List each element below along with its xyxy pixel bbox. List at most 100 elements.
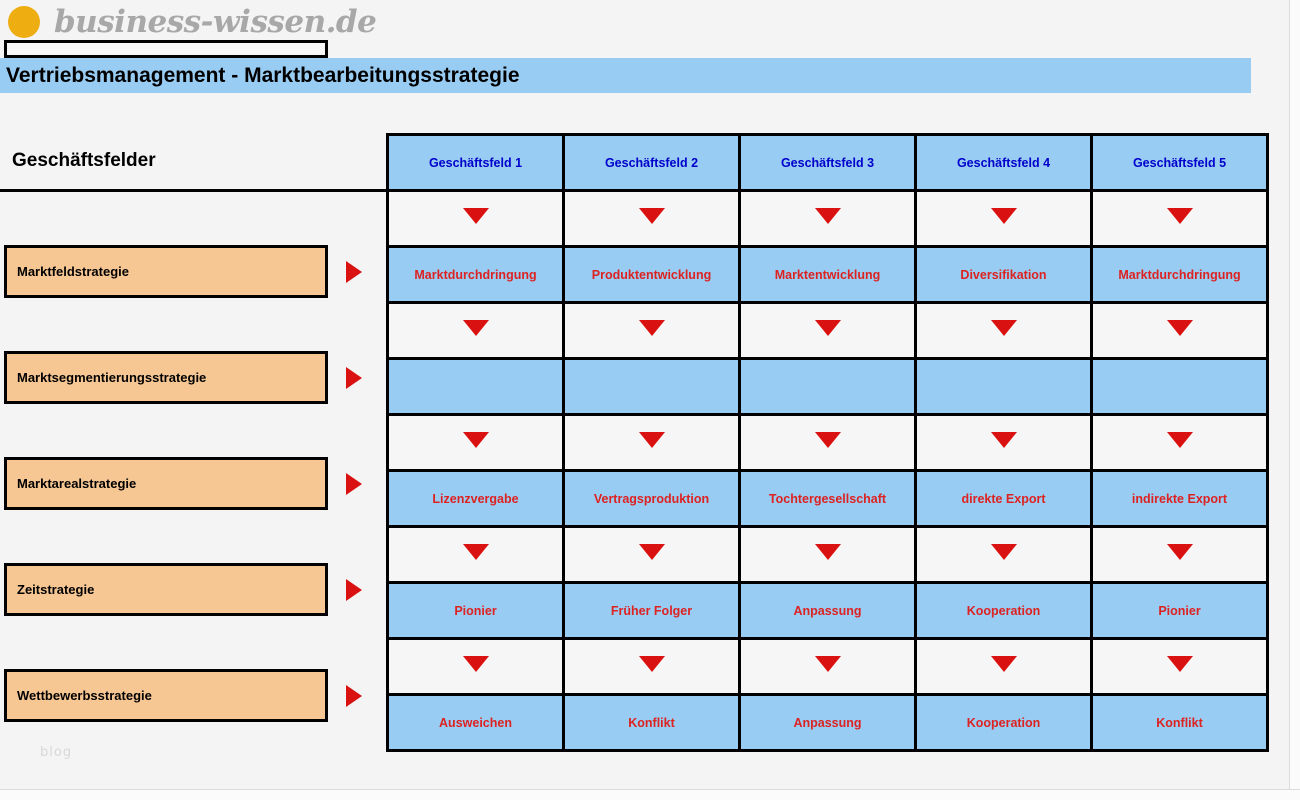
matrix-cell[interactable]: Kooperation xyxy=(914,693,1093,752)
arrow-cell xyxy=(914,637,1093,696)
down-triangle-icon xyxy=(814,432,841,448)
arrow-cell xyxy=(914,189,1093,248)
arrow-cell xyxy=(562,413,741,472)
page-gutter-right xyxy=(1289,0,1300,800)
strategy-label-text-3: Marktarealstrategie xyxy=(17,476,137,491)
down-triangle-icon xyxy=(638,208,665,224)
matrix-cell[interactable] xyxy=(386,357,565,416)
strategy-label-row-3[interactable]: Marktarealstrategie xyxy=(0,457,388,510)
matrix-cell-text: Pionier xyxy=(454,603,497,618)
arrow-cell xyxy=(1090,189,1269,248)
matrix-cell-text: Diversifikation xyxy=(960,267,1047,282)
strategy-label-row-5[interactable]: Wettbewerbsstrategie xyxy=(0,669,388,722)
matrix-cell-text: Kooperation xyxy=(966,603,1041,618)
matrix-cell[interactable]: Marktdurchdringung xyxy=(386,245,565,304)
down-triangle-icon xyxy=(462,656,489,672)
brand-name: business-wissen.de xyxy=(54,4,377,40)
down-triangle-icon xyxy=(1166,544,1193,560)
matrix-cell-text: direkte Export xyxy=(961,491,1046,506)
strategy-label-text-1: Marktfeldstrategie xyxy=(17,264,129,279)
down-triangle-icon xyxy=(814,656,841,672)
arrow-cell xyxy=(738,637,917,696)
arrow-cell xyxy=(386,637,565,696)
down-triangle-icon xyxy=(990,432,1017,448)
matrix-column-header-4[interactable]: Geschäftsfeld 4 xyxy=(914,133,1093,192)
matrix-cell[interactable]: Konflikt xyxy=(1090,693,1269,752)
strategy-label-box-2[interactable]: Marktsegmentierungsstrategie xyxy=(4,351,328,404)
matrix-cell[interactable]: Kooperation xyxy=(914,581,1093,640)
matrix-cell[interactable]: Produktentwicklung xyxy=(562,245,741,304)
matrix-column-header-1[interactable]: Geschäftsfeld 1 xyxy=(386,133,565,192)
matrix-cell-text: indirekte Export xyxy=(1131,491,1228,506)
arrow-cell xyxy=(386,413,565,472)
down-triangle-icon xyxy=(814,544,841,560)
down-triangle-icon xyxy=(638,432,665,448)
strategy-label-row-2[interactable]: Marktsegmentierungsstrategie xyxy=(0,351,388,404)
matrix-row-marktsegmentierungsstrategie xyxy=(386,357,1269,416)
matrix-column-header-5[interactable]: Geschäftsfeld 5 xyxy=(1090,133,1269,192)
strategy-matrix: Geschäftsfeld 1 Geschäftsfeld 2 Geschäft… xyxy=(386,133,1269,752)
arrow-cell xyxy=(1090,525,1269,584)
matrix-cell-text: Produktentwicklung xyxy=(591,267,712,282)
matrix-row-zeitstrategie: Pionier Früher Folger Anpassung Kooperat… xyxy=(386,581,1269,640)
strategy-label-box-3[interactable]: Marktarealstrategie xyxy=(4,457,328,510)
matrix-arrow-row-3 xyxy=(386,413,1269,472)
right-triangle-icon xyxy=(346,472,362,495)
matrix-cell[interactable]: Konflikt xyxy=(562,693,741,752)
right-triangle-icon xyxy=(346,260,362,283)
strategy-label-text-4: Zeitstrategie xyxy=(17,582,95,597)
column-header-text-3: Geschäftsfeld 3 xyxy=(780,155,875,170)
strategy-label-text-5: Wettbewerbsstrategie xyxy=(17,688,152,703)
matrix-cell[interactable]: Pionier xyxy=(1090,581,1269,640)
arrow-cell xyxy=(914,301,1093,360)
matrix-cell[interactable]: Tochtergesellschaft xyxy=(738,469,917,528)
matrix-cell[interactable] xyxy=(1090,357,1269,416)
matrix-cell[interactable]: indirekte Export xyxy=(1090,469,1269,528)
matrix-cell[interactable]: Vertragsproduktion xyxy=(562,469,741,528)
arrow-cell xyxy=(562,189,741,248)
matrix-cell[interactable] xyxy=(914,357,1093,416)
arrow-cell xyxy=(1090,637,1269,696)
strategy-label-box-1[interactable]: Marktfeldstrategie xyxy=(4,245,328,298)
strategy-label-row-1[interactable]: Marktfeldstrategie xyxy=(0,245,388,298)
arrow-cell xyxy=(386,189,565,248)
matrix-cell[interactable]: Ausweichen xyxy=(386,693,565,752)
matrix-cell[interactable]: Anpassung xyxy=(738,581,917,640)
matrix-cell[interactable]: Anpassung xyxy=(738,693,917,752)
matrix-cell-text: Marktdurchdringung xyxy=(1118,267,1241,282)
right-triangle-icon xyxy=(346,366,362,389)
arrow-cell xyxy=(914,525,1093,584)
matrix-cell[interactable]: Pionier xyxy=(386,581,565,640)
matrix-cell[interactable]: Diversifikation xyxy=(914,245,1093,304)
matrix-cell[interactable] xyxy=(562,357,741,416)
matrix-cell[interactable]: Früher Folger xyxy=(562,581,741,640)
arrow-cell xyxy=(562,301,741,360)
matrix-cell[interactable]: direkte Export xyxy=(914,469,1093,528)
matrix-cell[interactable]: Marktdurchdringung xyxy=(1090,245,1269,304)
column-header-text-1: Geschäftsfeld 1 xyxy=(428,155,523,170)
matrix-cell[interactable] xyxy=(738,357,917,416)
strategy-label-box-4[interactable]: Zeitstrategie xyxy=(4,563,328,616)
blog-watermark: blog xyxy=(40,745,73,760)
matrix-cell[interactable]: Marktentwicklung xyxy=(738,245,917,304)
arrow-cell xyxy=(738,413,917,472)
matrix-column-header-2[interactable]: Geschäftsfeld 2 xyxy=(562,133,741,192)
page-title: Vertriebsmanagement - Marktbearbeitungss… xyxy=(6,63,520,87)
right-triangle-icon xyxy=(346,578,362,601)
title-banner: Vertriebsmanagement - Marktbearbeitungss… xyxy=(0,58,1251,93)
down-triangle-icon xyxy=(1166,208,1193,224)
matrix-cell-text: Marktdurchdringung xyxy=(414,267,537,282)
strategy-label-row-4[interactable]: Zeitstrategie xyxy=(0,563,388,616)
down-triangle-icon xyxy=(638,320,665,336)
down-triangle-icon xyxy=(462,208,489,224)
down-triangle-icon xyxy=(1166,432,1193,448)
strategy-label-box-5[interactable]: Wettbewerbsstrategie xyxy=(4,669,328,722)
matrix-cell-text: Marktentwicklung xyxy=(774,267,881,282)
down-triangle-icon xyxy=(1166,320,1193,336)
down-triangle-icon xyxy=(990,656,1017,672)
matrix-column-header-3[interactable]: Geschäftsfeld 3 xyxy=(738,133,917,192)
matrix-cell-text: Pionier xyxy=(1158,603,1201,618)
matrix-cell-text: Konflikt xyxy=(1156,715,1203,730)
matrix-cell[interactable]: Lizenzvergabe xyxy=(386,469,565,528)
